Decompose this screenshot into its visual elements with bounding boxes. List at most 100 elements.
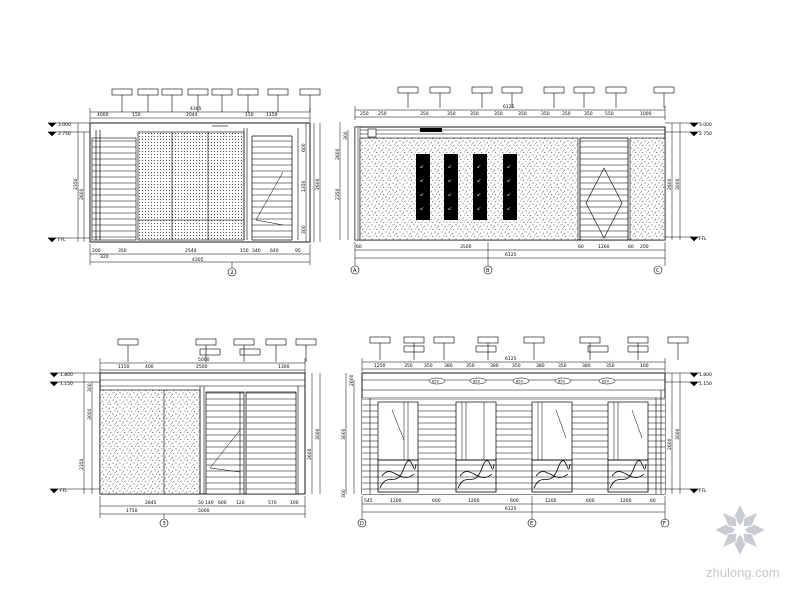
callout-label: 850 [516, 380, 524, 384]
total-dim: 6125 [505, 506, 517, 512]
level-label: FFL [58, 237, 66, 243]
segment-dim: 150 [240, 248, 249, 254]
segment-dim: 140 [205, 500, 214, 506]
stone-wall [359, 137, 579, 241]
svg-text:↙: ↙ [448, 164, 452, 170]
svg-text:↙: ↙ [477, 206, 481, 212]
segment-dim: 2845 [145, 500, 157, 506]
callout-label: 850 [602, 380, 610, 384]
total-dim: 6125 [505, 252, 517, 258]
segment-dim: 100 [290, 500, 299, 506]
svg-text:↙: ↙ [507, 192, 511, 198]
level-label: 3.000 [58, 122, 71, 128]
right-dim: 2600 [307, 448, 313, 460]
segment-dim: 600 [432, 498, 441, 504]
segment-dim: 50 [198, 500, 204, 506]
axis-label: B [486, 268, 490, 274]
segment-dim: 600 [510, 498, 519, 504]
right-dim: 2600 [315, 178, 321, 190]
svg-text:↙: ↙ [420, 206, 424, 212]
height-dim: 3000 [87, 408, 93, 420]
segment-dim: 1200 [620, 498, 632, 504]
level-label: FFL [60, 488, 68, 494]
segment-dim: 1300 [278, 364, 290, 370]
perforated-panel [137, 131, 245, 241]
segment-dim: 350 [606, 363, 615, 369]
right-dim: 2600 [667, 178, 673, 190]
segment-dim: 380 [490, 363, 499, 369]
segment-dim: 350 [424, 363, 433, 369]
segment-dim: 200 [640, 244, 649, 250]
level-label: 3.000 [699, 122, 712, 128]
right-dim: 300 [301, 225, 307, 234]
segment-dim: 640 [270, 248, 279, 254]
segment-dim: 1200 [545, 498, 557, 504]
carved-panels [377, 459, 649, 493]
segment-dim: 2500 [196, 364, 208, 370]
material-tags [111, 88, 321, 112]
segment-dim: 250 [360, 111, 369, 117]
total-dim: 5000 [198, 508, 210, 514]
segment-dim: 570 [268, 500, 277, 506]
segment-dim: 350 [420, 111, 429, 117]
level-label: 1.800 [699, 372, 712, 378]
segment-dim: 1150 [118, 364, 130, 370]
segment-dim: 350 [404, 363, 413, 369]
level-label: 1.800 [60, 372, 73, 378]
segment-dim: 350 [447, 111, 456, 117]
axis-label: C [656, 268, 660, 274]
right-dim: 3000 [315, 428, 321, 440]
right-dim: 600 [301, 143, 307, 152]
watermark: zhulong.com [706, 502, 780, 580]
segment-dim: 1260 [598, 244, 610, 250]
segment-dim: 350 [558, 363, 567, 369]
axis-label: E [530, 521, 533, 527]
height-dim: 2600 [335, 148, 341, 160]
height-dim: 2600 [349, 374, 355, 386]
axis-label: A [353, 268, 357, 274]
total-dim: 4305 [192, 257, 204, 263]
door [251, 135, 293, 241]
callout-label: 850 [558, 380, 566, 384]
axis-label: D [360, 521, 364, 527]
segment-dim: 350 [512, 363, 521, 369]
segment-dim: 60 [650, 498, 656, 504]
height-dim: 2350 [79, 458, 85, 470]
material-tags [369, 336, 689, 360]
segment-dim: 60 [628, 244, 634, 250]
segment-dim: 2044 [186, 112, 198, 118]
segment-dim: 60 [578, 244, 584, 250]
door [579, 137, 629, 241]
segment-dim: 600 [586, 498, 595, 504]
top-dimension: 4305 [190, 106, 202, 112]
svg-text:↙: ↙ [477, 164, 481, 170]
segment-dim: 350 [541, 111, 550, 117]
height-dim: 2350 [73, 178, 79, 190]
segment-dim: 550 [605, 111, 614, 117]
segment-dim: 350 [584, 111, 593, 117]
segment-dim: 2544 [185, 248, 197, 254]
segment-dim: 250 [378, 111, 387, 117]
light-strip [420, 128, 442, 132]
segment-dim: 350 [518, 111, 527, 117]
svg-text:↙: ↙ [448, 206, 452, 212]
svg-text:↙: ↙ [507, 164, 511, 170]
svg-text:↙: ↙ [448, 192, 452, 198]
material-tags [397, 86, 675, 108]
svg-text:↙: ↙ [507, 206, 511, 212]
segment-dim: 380 [582, 363, 591, 369]
svg-text:↙: ↙ [420, 192, 424, 198]
stone-wall [99, 389, 201, 495]
segment-dim: 4000 [97, 112, 109, 118]
callout-label: 850 [473, 380, 481, 384]
right-dim: 2600 [667, 438, 673, 450]
callout-balloons [428, 377, 616, 385]
level-label: FFL [699, 236, 707, 242]
segment-dim: 200 [92, 248, 101, 254]
segment-dim: 150 [245, 112, 254, 118]
segment-dim: 350 [494, 111, 503, 117]
svg-text:↙: ↙ [507, 178, 511, 184]
elevation-4: 6125 1250 350 350 380 350 380 350 380 35… [341, 336, 712, 528]
level-label: 2.750 [699, 131, 712, 137]
segment-dim: 1200 [390, 498, 402, 504]
